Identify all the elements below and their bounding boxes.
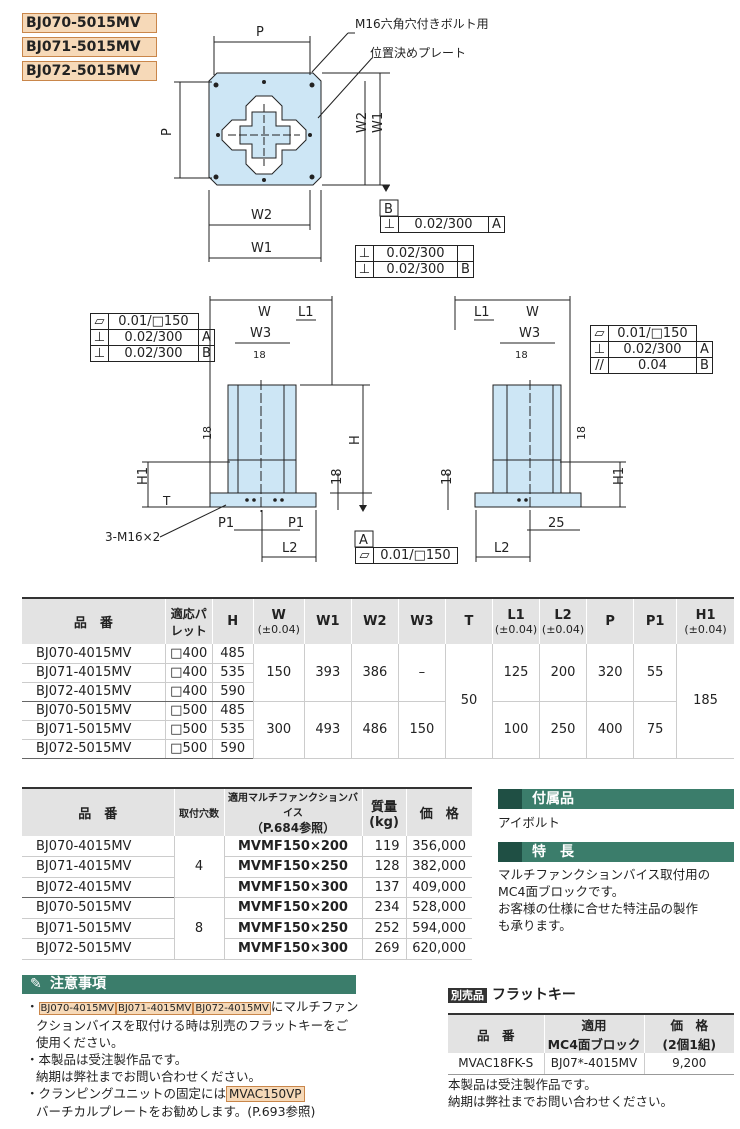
separate-badge: 別売品	[448, 988, 487, 1003]
flat-key-notes: 本製品は受注製作品です。納期は弊社までお問い合わせください。	[448, 1077, 674, 1109]
dim-P-left: P	[160, 128, 175, 136]
dim-H1-right: H1	[612, 467, 627, 485]
accessories-heading: 付属品	[498, 789, 734, 809]
features-heading: 特 長	[498, 842, 734, 862]
dim-18-left: 18	[330, 468, 345, 485]
accessories-text: アイボルト	[498, 815, 560, 830]
dim-L1-left: L1	[298, 305, 314, 320]
datum-B: B	[384, 202, 393, 217]
tol18-left-v: 18	[201, 426, 214, 440]
tol-frame-bottom: ▱0.01/□150	[355, 547, 458, 564]
dim-W2-v: W2	[355, 112, 370, 133]
model-tag-1: BJ070-5015MV	[22, 13, 157, 33]
tol18-right-v: 18	[575, 426, 588, 440]
spec-table: 品 番 適応パレット H W(±0.04) W1 W2 W3 T L1(±0.0…	[22, 597, 734, 759]
dim-W-left: W	[258, 305, 271, 320]
flat-key-title: 別売品 フラットキー	[448, 984, 576, 1004]
dim-W1: W1	[251, 241, 272, 256]
model-tag-2: BJ071-5015MV	[22, 37, 157, 57]
dim-H1-left: H1	[136, 467, 151, 485]
pencil-icon: ✎	[30, 976, 42, 992]
model-tag-3: BJ072-5015MV	[22, 61, 157, 81]
dim-L2-right: L2	[494, 541, 510, 556]
dim-W2: W2	[251, 208, 272, 223]
dim-25: 25	[548, 516, 565, 531]
callout-plate: 位置決めプレート	[370, 45, 466, 60]
callout-bolt: M16六角穴付きボルト用	[355, 16, 489, 31]
dim-18-right: 18	[440, 468, 455, 485]
dim-W1-v: W1	[371, 112, 386, 133]
right-base	[474, 492, 582, 508]
left-base	[209, 492, 317, 508]
dim-P-top: P	[256, 25, 264, 40]
technical-drawing: P P W2 W1 W2 W1 M16六角穴付きボルト用 位置決めプレート B …	[105, 16, 627, 562]
tol18-right-top: 18	[515, 350, 528, 361]
dim-P1-a: P1	[218, 516, 234, 531]
dim-T: T	[162, 494, 171, 508]
dim-H: H	[348, 435, 363, 445]
m16-label: 3-M16×2	[105, 530, 160, 544]
dim-L1-right: L1	[474, 305, 490, 320]
dim-P1-b: P1	[288, 516, 304, 531]
dim-L2-left: L2	[282, 541, 298, 556]
notes-heading: ✎注意事項	[22, 975, 356, 994]
dim-W-right: W	[526, 305, 539, 320]
datum-A: A	[359, 533, 368, 548]
dim-W3-right: W3	[519, 326, 540, 341]
tol18-left-top: 18	[253, 350, 266, 361]
dim-W3-left: W3	[250, 326, 271, 341]
price-table: 品 番 取付穴数 適用マルチファンクションバイス（P.684参照） 質量(kg)…	[22, 787, 472, 960]
